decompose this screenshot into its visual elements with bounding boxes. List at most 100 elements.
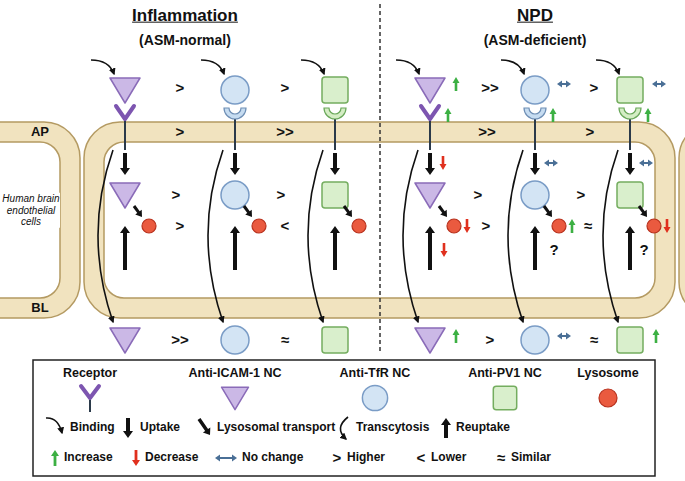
panel-heading: Inflammation xyxy=(132,7,238,26)
legend-label: Higher xyxy=(347,451,385,464)
icam-nanocarrier xyxy=(415,328,445,353)
receptor-stem xyxy=(124,119,126,150)
uptake-arrow xyxy=(120,153,130,175)
comparison-symbol: ≈ xyxy=(281,332,289,349)
increase-sample xyxy=(51,450,59,466)
increase-arrow xyxy=(569,219,576,233)
legend-label: Reuptake xyxy=(456,421,510,434)
no-change-arrow xyxy=(557,81,562,88)
legend-label: Increase xyxy=(64,451,113,464)
pv1-nanocarrier xyxy=(322,182,348,208)
comparison-symbol: > xyxy=(176,218,185,235)
condition-label: (ASM-normal) xyxy=(139,33,231,48)
comparison-symbol: > xyxy=(176,124,185,141)
cell-membrane xyxy=(0,122,80,318)
tfr-receptor xyxy=(224,108,246,119)
pv1-nanocarrier xyxy=(617,182,643,208)
icam-nanocarrier xyxy=(222,387,249,410)
binding-arrow xyxy=(91,60,114,74)
side-label: BL xyxy=(31,301,48,315)
tfr-nanocarrier xyxy=(221,181,249,209)
reuptake-arrow xyxy=(625,226,635,270)
receptor-stem xyxy=(89,398,91,412)
panel-divider xyxy=(379,4,381,354)
receptor-stem xyxy=(234,119,236,150)
no-change-sample xyxy=(232,455,237,462)
comparison-symbol: > xyxy=(277,187,286,204)
legend-box xyxy=(33,360,655,476)
comparison-symbol: > xyxy=(577,187,586,204)
lysosomal-transport-sample xyxy=(198,418,211,435)
pv1-nanocarrier xyxy=(322,327,348,353)
comparison-symbol: > xyxy=(486,332,495,349)
lysosomal-transport-arrow xyxy=(638,205,647,217)
icam-nanocarrier xyxy=(110,78,140,103)
comparison-symbol: > xyxy=(474,187,483,204)
lysosomal-transport-arrow xyxy=(543,205,552,217)
comparison-symbol: > xyxy=(172,187,181,204)
comparison-symbol: ≈ xyxy=(497,450,505,467)
receptor-stem xyxy=(629,119,631,150)
pv1-nanocarrier xyxy=(617,327,643,353)
comparison-symbol: ≈ xyxy=(590,332,598,349)
increase-arrow xyxy=(550,108,557,122)
receptor-stem xyxy=(334,119,336,150)
legend-label: Lysosome xyxy=(577,367,638,381)
legend-label: Transcytosis xyxy=(356,421,429,434)
receptor-stem xyxy=(429,119,431,150)
comparison-symbol: >> xyxy=(478,124,496,141)
lysosome xyxy=(352,219,366,233)
binding-arrow xyxy=(501,60,524,74)
reuptake-arrow xyxy=(330,226,340,270)
side-label: AP xyxy=(31,125,49,139)
legend-label: Lysosomal transport xyxy=(217,421,335,434)
transcytosis-arrow xyxy=(403,150,418,322)
comparison-symbol: > xyxy=(176,80,185,97)
uptake-arrow xyxy=(530,153,540,175)
no-change-arrow xyxy=(557,333,562,340)
cell-label: Human brain endothelial cells xyxy=(2,193,60,228)
transcytosis-arrow xyxy=(208,150,223,322)
legend-label: Decrease xyxy=(145,451,198,464)
icam-nanocarrier xyxy=(415,78,445,103)
decrease-arrow xyxy=(664,219,671,233)
legend-label: Receptor xyxy=(63,367,117,381)
increase-arrow xyxy=(453,77,460,91)
decrease-sample xyxy=(132,450,140,466)
decrease-arrow xyxy=(464,219,471,233)
comparison-symbol: > xyxy=(281,80,290,97)
decrease-arrow xyxy=(441,243,448,257)
legend-label: Uptake xyxy=(140,421,180,434)
binding-arrow xyxy=(201,60,224,74)
unknown-mark: ? xyxy=(549,242,558,259)
lysosome xyxy=(252,219,266,233)
pv1-receptor xyxy=(324,108,346,119)
icam-nanocarrier xyxy=(415,183,445,208)
increase-arrow xyxy=(645,108,652,122)
comparison-symbol: ≈ xyxy=(584,218,592,235)
transcytosis-sample xyxy=(340,417,348,439)
transcytosis-arrow xyxy=(508,150,523,322)
legend-label: Similar xyxy=(511,451,551,464)
no-change-arrow xyxy=(661,81,666,88)
comparison-symbol: < xyxy=(281,218,290,235)
comparison-symbol: > xyxy=(590,80,599,97)
comparison-symbol: > xyxy=(482,218,491,235)
no-change-arrow xyxy=(639,160,644,167)
reuptake-arrow xyxy=(230,226,240,270)
lysosome xyxy=(599,389,617,407)
uptake-sample xyxy=(123,418,133,438)
comparison-symbol: >> xyxy=(276,124,294,141)
lysosome xyxy=(552,219,566,233)
no-change-sample xyxy=(215,455,220,462)
binding-arrow xyxy=(301,60,324,74)
increase-arrow xyxy=(653,329,660,343)
unknown-mark: ? xyxy=(639,242,648,259)
legend-label: Anti-ICAM-1 NC xyxy=(188,367,281,381)
decrease-arrow xyxy=(440,156,447,170)
legend-label: No change xyxy=(242,451,303,464)
lysosome xyxy=(647,219,661,233)
reuptake-arrow xyxy=(530,226,540,270)
no-change-arrow xyxy=(566,81,571,88)
